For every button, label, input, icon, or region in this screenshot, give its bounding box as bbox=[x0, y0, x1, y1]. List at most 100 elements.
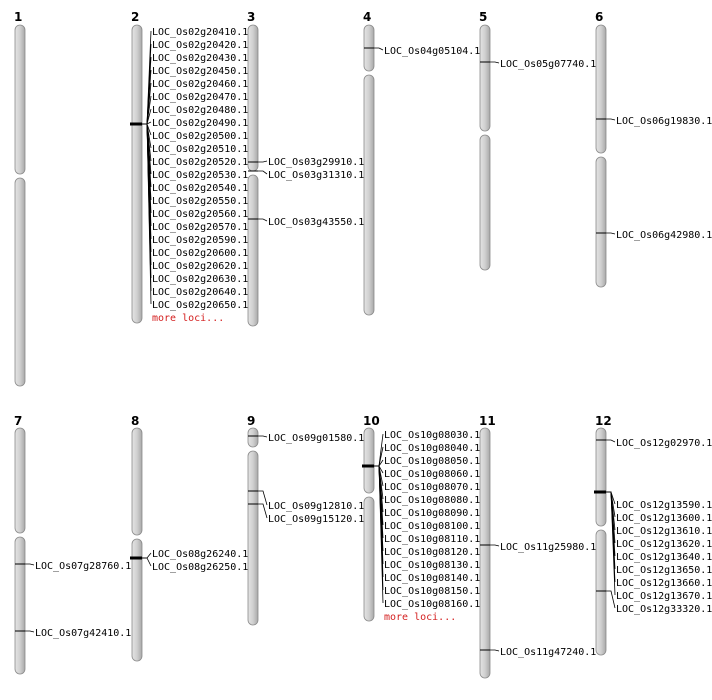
locus-label[interactable]: LOC_Os02g20490.1 bbox=[152, 118, 248, 129]
locus-label[interactable]: LOC_Os04g05104.1 bbox=[384, 46, 480, 57]
locus-label[interactable]: LOC_Os10g08090.1 bbox=[384, 508, 480, 519]
locus-label[interactable]: LOC_Os12g02970.1 bbox=[616, 438, 712, 449]
chromosome-arm-p bbox=[479, 24, 491, 132]
locus-label[interactable]: LOC_Os02g20540.1 bbox=[152, 183, 248, 194]
locus-label[interactable]: LOC_Os10g08060.1 bbox=[384, 469, 480, 480]
locus-label[interactable]: LOC_Os12g13640.1 bbox=[616, 552, 712, 563]
locus-label[interactable]: LOC_Os10g08050.1 bbox=[384, 456, 480, 467]
locus-label[interactable]: LOC_Os09g12810.1 bbox=[268, 501, 364, 512]
locus-label[interactable]: LOC_Os05g07740.1 bbox=[500, 59, 596, 70]
chromosome-arm-p bbox=[479, 427, 491, 679]
locus-label[interactable]: LOC_Os03g43550.1 bbox=[268, 217, 364, 228]
locus-connector-line bbox=[490, 61, 500, 64]
locus-label[interactable]: LOC_Os02g20560.1 bbox=[152, 209, 248, 220]
chromosome-1[interactable]: 1 bbox=[14, 10, 26, 387]
locus-label[interactable]: LOC_Os07g42410.1 bbox=[35, 628, 131, 639]
locus-label[interactable]: LOC_Os10g08110.1 bbox=[384, 534, 480, 545]
chromosome-arm-p bbox=[595, 24, 607, 154]
locus-label[interactable]: LOC_Os02g20650.1 bbox=[152, 300, 248, 311]
locus-label[interactable]: LOC_Os12g13600.1 bbox=[616, 513, 712, 524]
locus-connector-line bbox=[606, 118, 616, 121]
chromosome-2[interactable]: 2LOC_Os02g20410.1LOC_Os02g20420.1LOC_Os0… bbox=[130, 10, 248, 324]
locus-label[interactable]: LOC_Os02g20410.1 bbox=[152, 27, 248, 38]
chromosome-number: 2 bbox=[131, 10, 139, 24]
locus-label[interactable]: LOC_Os02g20550.1 bbox=[152, 196, 248, 207]
locus-label[interactable]: LOC_Os10g08130.1 bbox=[384, 560, 480, 571]
locus-label[interactable]: LOC_Os07g28760.1 bbox=[35, 561, 131, 572]
locus-label[interactable]: LOC_Os10g08150.1 bbox=[384, 586, 480, 597]
locus-label[interactable]: LOC_Os02g20520.1 bbox=[152, 157, 248, 168]
locus-label[interactable]: LOC_Os12g13660.1 bbox=[616, 578, 712, 589]
locus-label[interactable]: LOC_Os02g20450.1 bbox=[152, 66, 248, 77]
locus-label[interactable]: LOC_Os10g08040.1 bbox=[384, 443, 480, 454]
locus-connector-line bbox=[142, 552, 152, 559]
chromosome-10[interactable]: 10LOC_Os10g08030.1LOC_Os10g08040.1LOC_Os… bbox=[362, 414, 480, 623]
chromosome-number: 7 bbox=[14, 414, 22, 428]
locus-label[interactable]: LOC_Os10g08160.1 bbox=[384, 599, 480, 610]
locus-label[interactable]: LOC_Os12g13590.1 bbox=[616, 500, 712, 511]
locus-label[interactable]: LOC_Os09g01580.1 bbox=[268, 433, 364, 444]
chromosome-arm-p bbox=[247, 427, 259, 448]
locus-label[interactable]: LOC_Os12g13610.1 bbox=[616, 526, 712, 537]
locus-label[interactable]: LOC_Os06g19830.1 bbox=[616, 116, 712, 127]
locus-label[interactable]: LOC_Os02g20630.1 bbox=[152, 274, 248, 285]
locus-label[interactable]: LOC_Os02g20480.1 bbox=[152, 105, 248, 116]
locus-label[interactable]: LOC_Os02g20530.1 bbox=[152, 170, 248, 181]
locus-label[interactable]: LOC_Os12g13670.1 bbox=[616, 591, 712, 602]
locus-label[interactable]: LOC_Os02g20510.1 bbox=[152, 144, 248, 155]
chromosome-9[interactable]: 9LOC_Os09g01580.1LOC_Os09g12810.1LOC_Os0… bbox=[247, 414, 364, 626]
locus-label[interactable]: LOC_Os12g13620.1 bbox=[616, 539, 712, 550]
locus-connector-line bbox=[606, 232, 616, 235]
locus-label[interactable]: LOC_Os10g08030.1 bbox=[384, 430, 480, 441]
locus-connector-line bbox=[258, 490, 268, 506]
chromosome-number: 4 bbox=[363, 10, 371, 24]
locus-label[interactable]: LOC_Os12g13650.1 bbox=[616, 565, 712, 576]
locus-label[interactable]: LOC_Os02g20640.1 bbox=[152, 287, 248, 298]
locus-label[interactable]: LOC_Os03g29910.1 bbox=[268, 157, 364, 168]
locus-label[interactable]: LOC_Os02g20600.1 bbox=[152, 248, 248, 259]
chromosome-3[interactable]: 3LOC_Os03g29910.1LOC_Os03g31310.1LOC_Os0… bbox=[247, 10, 364, 327]
locus-label[interactable]: LOC_Os02g20570.1 bbox=[152, 222, 248, 233]
locus-connector-line bbox=[490, 649, 500, 652]
more-loci-link[interactable]: more loci... bbox=[152, 313, 224, 324]
locus-label[interactable]: LOC_Os11g25980.1 bbox=[500, 542, 596, 553]
locus-label[interactable]: LOC_Os08g26240.1 bbox=[152, 549, 248, 560]
chromosome-arm-p bbox=[595, 427, 607, 527]
locus-connector-line bbox=[606, 590, 616, 609]
locus-label[interactable]: LOC_Os02g20590.1 bbox=[152, 235, 248, 246]
chromosome-arm-q bbox=[247, 450, 259, 626]
locus-label[interactable]: LOC_Os10g08140.1 bbox=[384, 573, 480, 584]
chromosome-12[interactable]: 12LOC_Os12g02970.1LOC_Os12g13590.1LOC_Os… bbox=[594, 414, 712, 656]
locus-connector-line bbox=[606, 439, 616, 443]
chromosome-arm-p bbox=[14, 24, 26, 175]
chromosome-number: 12 bbox=[595, 414, 612, 428]
locus-label[interactable]: LOC_Os02g20460.1 bbox=[152, 79, 248, 90]
locus-label[interactable]: LOC_Os08g26250.1 bbox=[152, 562, 248, 573]
locus-label[interactable]: LOC_Os02g20430.1 bbox=[152, 53, 248, 64]
chromosome-number: 10 bbox=[363, 414, 380, 428]
locus-label[interactable]: LOC_Os10g08100.1 bbox=[384, 521, 480, 532]
locus-label[interactable]: LOC_Os09g15120.1 bbox=[268, 514, 364, 525]
locus-label[interactable]: LOC_Os03g31310.1 bbox=[268, 170, 364, 181]
locus-label[interactable]: LOC_Os02g20470.1 bbox=[152, 92, 248, 103]
locus-label[interactable]: LOC_Os10g08120.1 bbox=[384, 547, 480, 558]
more-loci-link[interactable]: more loci... bbox=[384, 612, 456, 623]
locus-label[interactable]: LOC_Os10g08070.1 bbox=[384, 482, 480, 493]
locus-connector-line bbox=[142, 123, 152, 305]
locus-connector-line bbox=[374, 465, 384, 487]
locus-label[interactable]: LOC_Os02g20420.1 bbox=[152, 40, 248, 51]
locus-label[interactable]: LOC_Os10g08080.1 bbox=[384, 495, 480, 506]
locus-label[interactable]: LOC_Os12g33320.1 bbox=[616, 604, 712, 615]
locus-label[interactable]: LOC_Os02g20620.1 bbox=[152, 261, 248, 272]
locus-label[interactable]: LOC_Os11g47240.1 bbox=[500, 647, 596, 658]
locus-label[interactable]: LOC_Os02g20500.1 bbox=[152, 131, 248, 142]
locus-label[interactable]: LOC_Os06g42980.1 bbox=[616, 230, 712, 241]
